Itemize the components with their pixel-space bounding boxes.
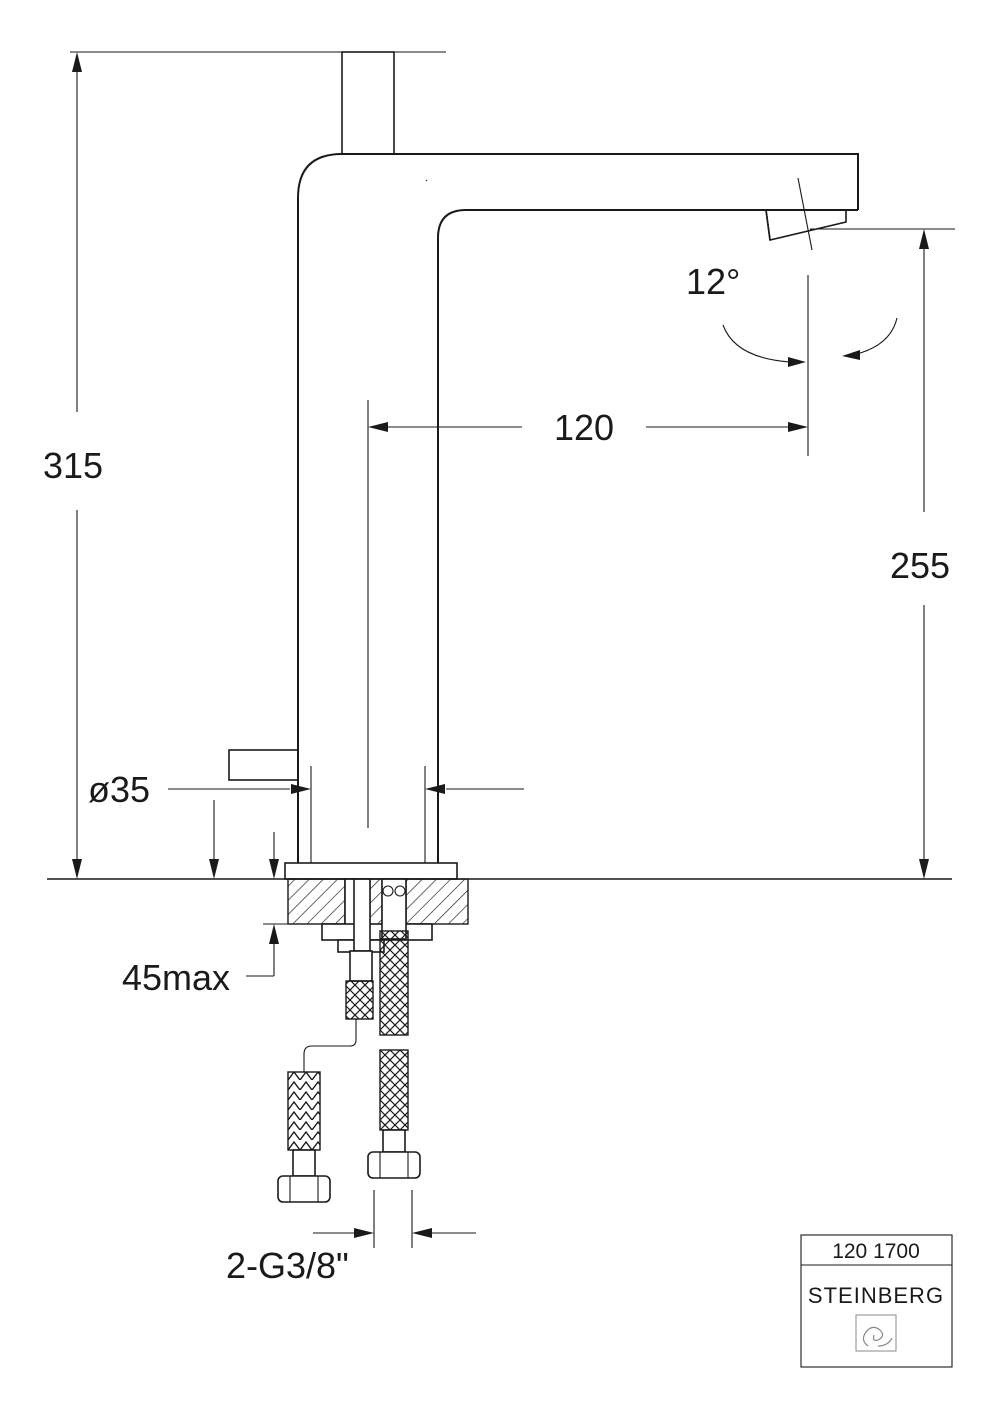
faucet-outer-profile bbox=[297, 153, 859, 863]
deck-hatch-left bbox=[287, 878, 346, 925]
title-block: 120 1700 STEINBERG bbox=[800, 1234, 953, 1368]
dim-spout-height-label: 255 bbox=[890, 545, 950, 586]
dim-reach: 120 bbox=[367, 275, 809, 828]
deck-hatch-right bbox=[405, 878, 469, 925]
dim-deck-thickness-label: 45max bbox=[122, 957, 230, 998]
dim-connection: 2-G3/8" bbox=[226, 1190, 476, 1286]
hose-left-braid bbox=[287, 1071, 321, 1151]
side-lever bbox=[228, 749, 299, 781]
dim-diameter: ø35 bbox=[88, 766, 524, 863]
hose-left-nut bbox=[277, 1175, 331, 1203]
top-cartridge bbox=[341, 51, 395, 155]
dim-diameter-label: ø35 bbox=[88, 769, 150, 810]
brand-logo bbox=[855, 1314, 897, 1352]
dim-reach-label: 120 bbox=[554, 407, 614, 448]
faucet-body bbox=[228, 51, 859, 880]
dim-connection-label: 2-G3/8" bbox=[226, 1245, 349, 1286]
hose-right-nut bbox=[367, 1151, 421, 1179]
mounting-section bbox=[287, 878, 469, 953]
hose-right-braid bbox=[379, 930, 409, 1036]
faucet-inner-profile bbox=[437, 209, 858, 863]
dim-deck-thickness: 45max bbox=[122, 800, 290, 998]
supply-hoses bbox=[277, 930, 421, 1203]
dim-swivel-angle: 12° bbox=[686, 177, 898, 367]
brand-name: STEINBERG bbox=[808, 1283, 944, 1308]
dim-swivel-angle-label: 12° bbox=[686, 261, 740, 302]
dim-total-height-label: 315 bbox=[43, 445, 103, 486]
dim-total-height: 315 bbox=[43, 51, 446, 879]
dim-spout-height: 255 bbox=[810, 228, 955, 879]
mounting-washer bbox=[321, 923, 433, 941]
base-plate bbox=[284, 862, 458, 880]
part-number: 120 1700 bbox=[832, 1240, 920, 1263]
aerator bbox=[765, 209, 847, 241]
